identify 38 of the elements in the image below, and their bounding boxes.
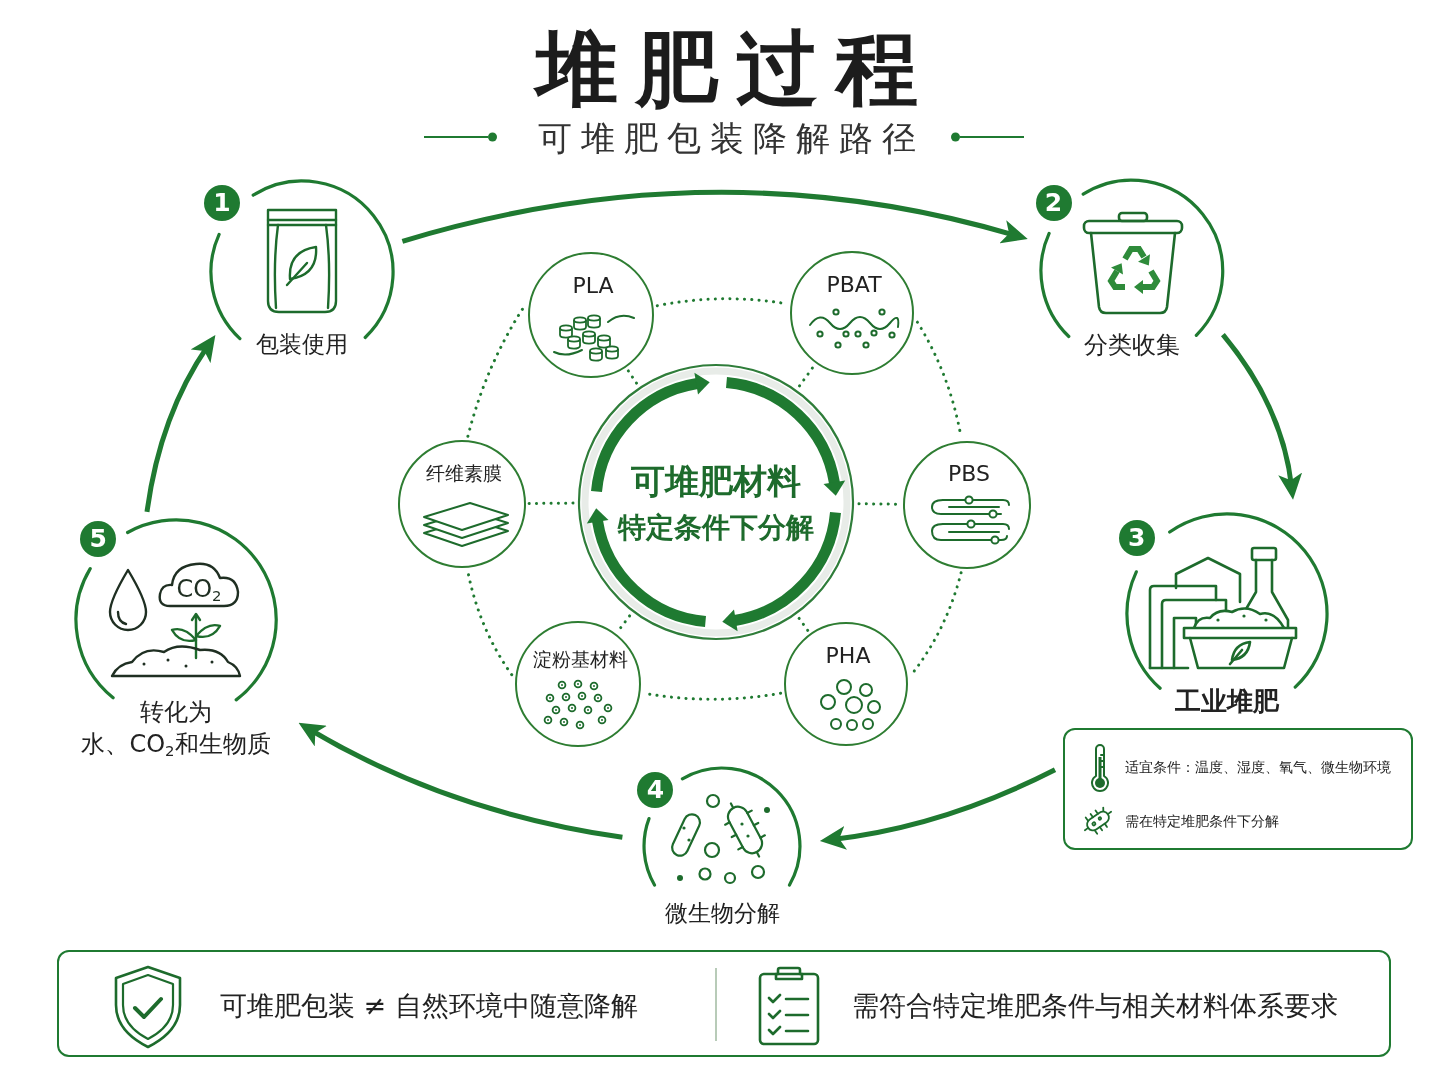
co2-label: CO$_{2}$ [176, 575, 222, 603]
step-label: 工业堆肥 [1175, 685, 1279, 717]
step-number-badge: 3 [1118, 520, 1155, 557]
center-subtitle: 特定条件下分解 [618, 509, 814, 546]
title: 堆肥过程 [518, 26, 936, 112]
arrow [144, 334, 216, 513]
arrow [298, 723, 623, 840]
center-title: 可堆肥材料 [631, 459, 801, 503]
info-box [1063, 728, 1413, 850]
arrow [1220, 333, 1302, 500]
step-number-badge: 2 [1035, 184, 1072, 221]
note-text: 可堆肥包装 ≠ 自然环境中随意降解 [220, 989, 638, 1023]
step-label: 包装使用 [256, 330, 348, 359]
dotted-line [798, 363, 817, 388]
material-label: 淀粉基材料 [532, 647, 628, 672]
subtitle: 可堆肥包装降解路径 [537, 118, 925, 158]
step-number-badge: 5 [80, 521, 117, 558]
material-label: PBAT [826, 271, 882, 299]
step-label: 微生物分解 [664, 899, 780, 928]
dotted-line [466, 570, 514, 677]
info-text: 适宜条件：温度、湿度、氧气、微生物环境 [1125, 758, 1391, 777]
step-label: 转化为水、CO$_{2}$和生物质 [81, 697, 271, 760]
arrow [401, 189, 1028, 244]
info-text: 需在特定堆肥条件下分解 [1125, 812, 1279, 831]
step-number-badge: 4 [637, 772, 674, 809]
step-label: 分类收集 [1084, 330, 1180, 360]
material-label: PLA [572, 272, 614, 300]
note-text: 需符合特定堆肥条件与相关材料体系要求 [852, 989, 1338, 1023]
dotted-line [797, 616, 811, 634]
dotted-line [625, 367, 638, 385]
dotted-line [526, 501, 575, 505]
material-label: PHA [825, 642, 871, 670]
step-number-badge: 1 [204, 184, 240, 221]
arrow [819, 767, 1057, 850]
material-label: PBS [948, 460, 990, 488]
note-bar [57, 950, 1391, 1057]
center-circle [575, 361, 857, 643]
material-label: 纤维素膜 [426, 461, 502, 486]
